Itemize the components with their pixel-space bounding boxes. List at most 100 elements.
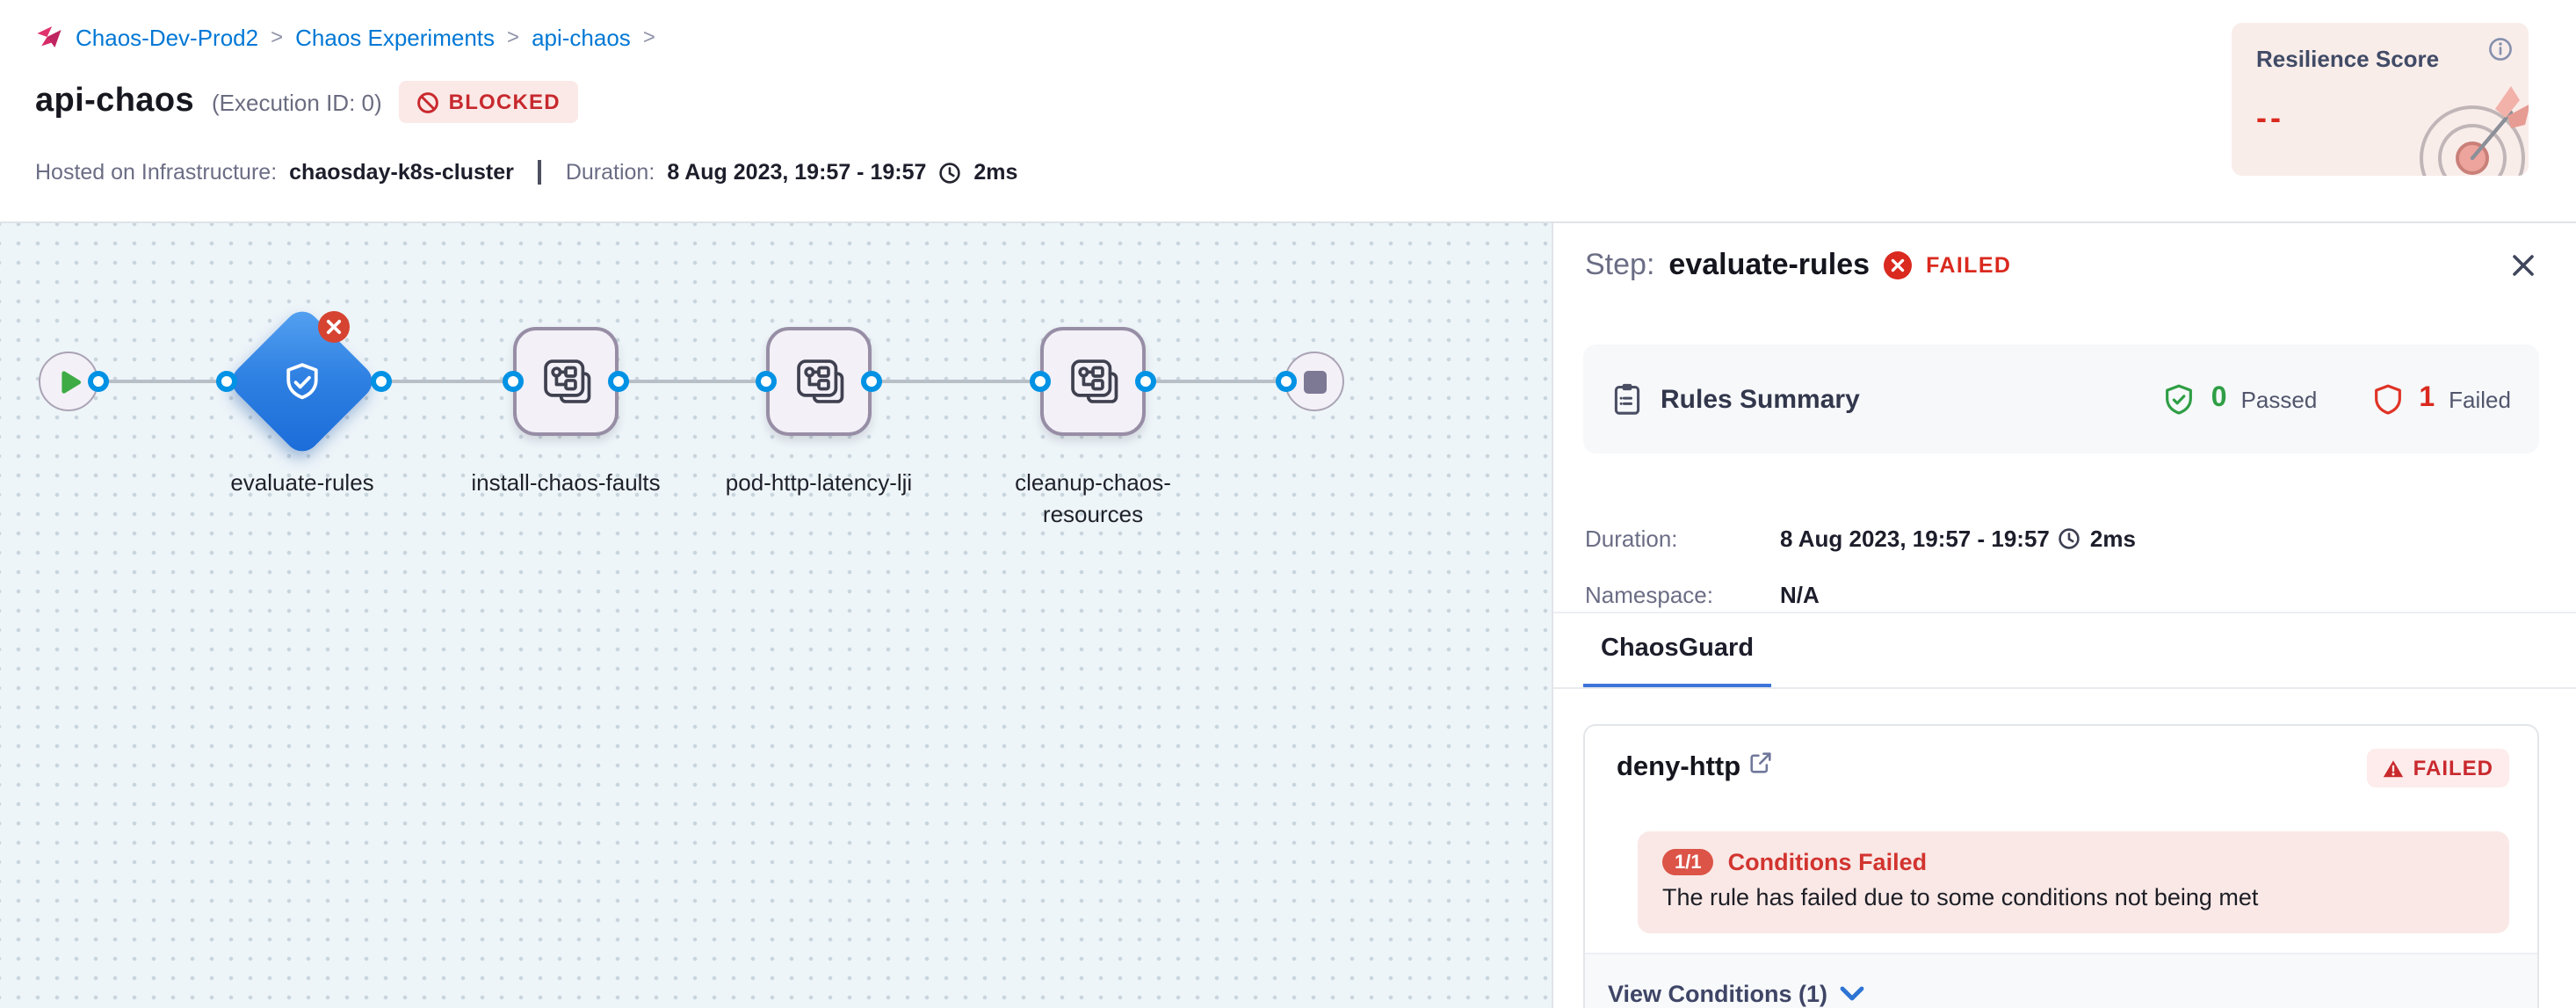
- rules-summary-counts: 0 Passed 1 Failed: [2162, 381, 2511, 417]
- rule-status-badge: FAILED: [2367, 749, 2509, 787]
- duration-row: Duration: 8 Aug 2023, 19:57 - 19:57 2ms: [1585, 526, 2136, 552]
- step-node-evaluate-rules[interactable]: [225, 304, 380, 459]
- breadcrumb-project[interactable]: Chaos-Dev-Prod2: [76, 24, 259, 50]
- warning-triangle-icon: [2384, 758, 2405, 778]
- passed-label: Passed: [2240, 386, 2318, 412]
- resilience-score-card: Resilience Score --: [2232, 23, 2529, 176]
- breadcrumb-separator: >: [271, 25, 284, 49]
- panel-duration-value: 8 Aug 2023, 19:57 - 19:57: [1780, 526, 2050, 552]
- step-label: Step:: [1585, 248, 1655, 281]
- steps-icon: [792, 355, 845, 408]
- info-icon[interactable]: [2488, 37, 2513, 62]
- chevron-down-icon: [1840, 986, 1864, 1002]
- breadcrumb-separator: >: [642, 25, 655, 49]
- rule-card-footer: View Conditions (1): [1585, 953, 2537, 1008]
- rule-card-deny-http: deny-http FAILED 1/1 Conditions Failed T…: [1583, 724, 2539, 1008]
- node-label: evaluate-rules: [230, 469, 374, 496]
- clock-icon: [938, 161, 961, 184]
- infrastructure-value: chaosday-k8s-cluster: [289, 160, 514, 185]
- panel-duration-total: 2ms: [2089, 526, 2136, 552]
- step-node-install-chaos-faults[interactable]: [513, 327, 619, 436]
- breadcrumb: Chaos-Dev-Prod2 > Chaos Experiments > ap…: [35, 23, 655, 51]
- diamond-shape: [225, 304, 380, 459]
- step-status: FAILED: [1926, 253, 2012, 278]
- connector-port: [756, 371, 777, 392]
- namespace-row: Namespace: N/A: [1585, 582, 1820, 608]
- connector-port: [1030, 371, 1051, 392]
- shield-failed-icon: [2370, 381, 2405, 417]
- view-conditions-toggle[interactable]: View Conditions (1): [1608, 981, 2537, 1007]
- steps-icon: [1067, 355, 1119, 408]
- play-icon: [55, 368, 82, 395]
- connector-port: [216, 371, 237, 392]
- panel-duration-label: Duration:: [1585, 526, 1678, 552]
- clipboard-icon: [1611, 381, 1643, 417]
- divider: [538, 160, 541, 185]
- experiment-info-row: Hosted on Infrastructure: chaosday-k8s-c…: [35, 160, 1017, 185]
- duration-label: Duration:: [565, 160, 655, 185]
- node-failed-badge-icon: [318, 311, 350, 343]
- rules-summary-title: Rules Summary: [1661, 384, 1860, 414]
- execution-id: (Execution ID: 0): [212, 89, 382, 115]
- divider: [1553, 612, 2576, 613]
- step-node-cleanup-chaos-resources[interactable]: [1040, 327, 1146, 436]
- node-label: install-chaos-faults: [471, 469, 661, 496]
- duration-total: 2ms: [973, 160, 1018, 185]
- infrastructure-label: Hosted on Infrastructure:: [35, 160, 278, 185]
- close-button[interactable]: [2506, 248, 2541, 283]
- pipeline-canvas[interactable]: evaluate-rules install-chaos-faults pod-…: [0, 223, 1552, 1008]
- conditions-failed-message: The rule has failed due to some conditio…: [1662, 884, 2259, 910]
- breadcrumb-chaos-experiments[interactable]: Chaos Experiments: [295, 24, 496, 50]
- namespace-value: N/A: [1780, 582, 1820, 608]
- shield-passed-icon: [2162, 381, 2197, 417]
- breadcrumb-separator: >: [507, 25, 520, 49]
- connector-port: [1275, 371, 1296, 392]
- rule-status-label: FAILED: [2413, 756, 2493, 780]
- resilience-score-value: --: [2256, 100, 2284, 135]
- connector-port: [503, 371, 524, 392]
- duration-value: 8 Aug 2023, 19:57 - 19:57: [667, 160, 927, 185]
- conditions-count-badge: 1/1: [1662, 849, 1714, 875]
- clock-icon: [2059, 527, 2081, 550]
- node-label: pod-http-latency-lji: [725, 469, 913, 496]
- connector-port: [608, 371, 629, 392]
- status-badge: BLOCKED: [399, 81, 578, 123]
- panel-tabbar: ChaosGuard: [1553, 613, 2576, 689]
- step-details-panel: Step: evaluate-rules FAILED Rules Summar…: [1552, 223, 2576, 1008]
- breadcrumb-experiment-name[interactable]: api-chaos: [532, 24, 631, 50]
- connector-port: [861, 371, 882, 392]
- resilience-score-title: Resilience Score: [2256, 46, 2440, 72]
- conditions-failed-title: Conditions Failed: [1727, 849, 1928, 875]
- status-badge-label: BLOCKED: [448, 90, 561, 114]
- close-icon: [2509, 255, 2537, 285]
- connector-port: [1135, 371, 1156, 392]
- page-title: api-chaos: [35, 83, 194, 120]
- stop-icon: [1303, 370, 1326, 393]
- panel-header: Step: evaluate-rules FAILED: [1585, 248, 2541, 283]
- step-name: evaluate-rules: [1668, 248, 1870, 281]
- page-header: Chaos-Dev-Prod2 > Chaos Experiments > ap…: [0, 0, 2576, 223]
- blocked-icon: [417, 91, 440, 113]
- external-link-icon[interactable]: [1749, 752, 1770, 773]
- conditions-failed-alert: 1/1 Conditions Failed The rule has faile…: [1638, 831, 2509, 933]
- rule-name[interactable]: deny-http: [1617, 752, 1741, 782]
- pipeline-connector-line: [69, 380, 1314, 383]
- title-row: api-chaos (Execution ID: 0) BLOCKED: [35, 81, 578, 123]
- rule-card-header: deny-http FAILED: [1617, 749, 2509, 787]
- step-node-pod-http-latency[interactable]: [766, 327, 872, 436]
- tab-chaosguard[interactable]: ChaosGuard: [1583, 613, 1772, 687]
- failed-label: Failed: [2449, 386, 2511, 412]
- failed-count: 1: [2419, 383, 2435, 413]
- rules-summary-card: Rules Summary 0 Passed 1 Failed: [1583, 344, 2539, 453]
- view-conditions-label: View Conditions (1): [1608, 981, 1828, 1007]
- failed-circle-icon: [1884, 251, 1913, 279]
- passed-count: 0: [2211, 383, 2227, 413]
- connector-port: [371, 371, 392, 392]
- shield-check-icon: [269, 348, 336, 415]
- namespace-label: Namespace:: [1585, 582, 1713, 608]
- connector-port: [87, 371, 108, 392]
- node-label: cleanup-chaos-resources: [1015, 469, 1171, 526]
- target-illustration: [2384, 70, 2529, 176]
- steps-icon: [539, 355, 592, 408]
- chaos-module-icon: [35, 23, 63, 51]
